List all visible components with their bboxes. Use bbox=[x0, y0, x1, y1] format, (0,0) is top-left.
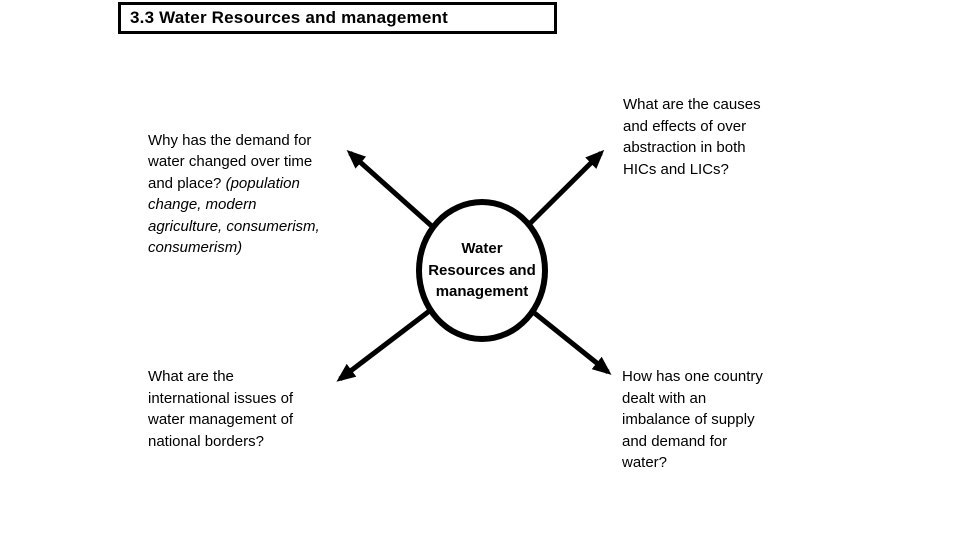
question-top-left: Why has the demand for water changed ove… bbox=[148, 108, 348, 259]
question-top-right: What are the causes and effects of over … bbox=[623, 96, 761, 178]
slide-title: 3.3 Water Resources and management bbox=[118, 2, 557, 34]
question-top-left-normal-text: Why has the demand for water changed ove… bbox=[148, 131, 313, 192]
question-bottom-right: How has one country dealt with an imbala… bbox=[622, 368, 763, 471]
question-bottom-left: What are the international issues of wat… bbox=[148, 368, 294, 450]
question-top-left-italic-text: (population change, modern agriculture, … bbox=[148, 174, 320, 257]
center-node: Water Resources and management bbox=[416, 199, 548, 342]
